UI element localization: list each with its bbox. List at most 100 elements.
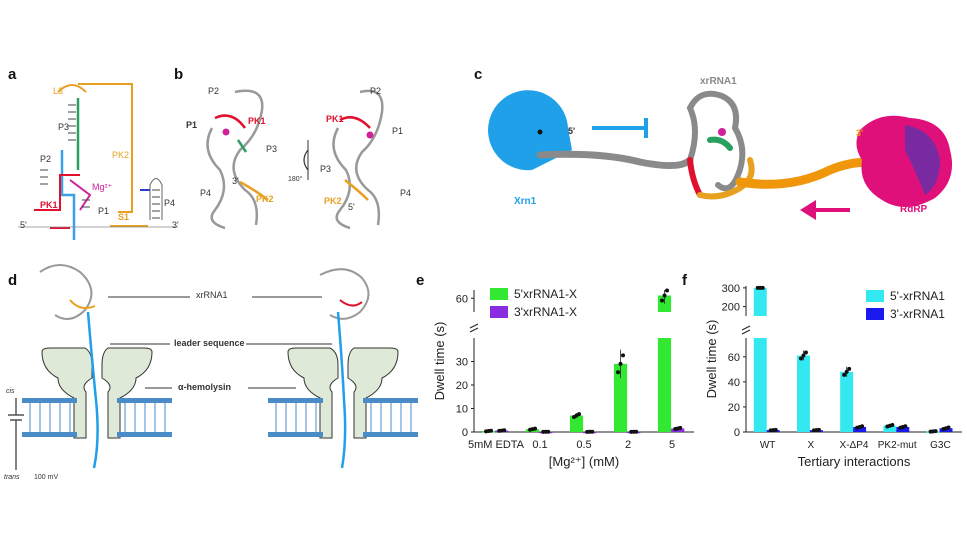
data-point bbox=[890, 422, 895, 427]
data-point bbox=[590, 429, 595, 434]
data-point bbox=[801, 353, 806, 358]
panel-letter-c: c bbox=[474, 66, 483, 83]
panel-letter-f: f bbox=[682, 272, 687, 289]
data-point bbox=[660, 298, 665, 303]
bar bbox=[883, 425, 897, 432]
data-point bbox=[847, 366, 852, 371]
label-c-rdrp: RdRP bbox=[900, 204, 928, 215]
data-point bbox=[903, 424, 908, 429]
axis-break-mark bbox=[469, 323, 479, 329]
label-b-p4-right: P4 bbox=[400, 188, 412, 198]
data-point bbox=[577, 412, 582, 417]
axis-break-mark bbox=[469, 327, 479, 333]
label-b-rotation: 180° bbox=[288, 176, 303, 183]
y-tick-label: 300 bbox=[722, 283, 740, 295]
data-point bbox=[760, 285, 765, 290]
data-point bbox=[844, 369, 849, 374]
legend-label: 5'-xrRNA1 bbox=[890, 289, 945, 303]
data-point bbox=[798, 356, 803, 361]
y-axis-label: Dwell time (s) bbox=[704, 320, 719, 399]
bar bbox=[853, 426, 867, 432]
x-tick-label: G3C bbox=[930, 440, 951, 451]
x-tick-label: 5 bbox=[669, 439, 675, 451]
y-tick-label: 0 bbox=[734, 427, 740, 439]
x-tick-label: 0.5 bbox=[576, 439, 591, 451]
label-a-pk1: PK1 bbox=[40, 200, 58, 210]
axis-break-mark bbox=[741, 329, 751, 335]
label-b-pk1-right: PK1 bbox=[326, 114, 344, 124]
x-tick-label: 5mM EDTA bbox=[468, 439, 525, 451]
label-b-three: 3' bbox=[232, 176, 239, 186]
label-d-hemolysin: α-hemolysin bbox=[178, 382, 232, 392]
data-point bbox=[533, 426, 538, 431]
label-b-p4-left: P4 bbox=[200, 188, 212, 198]
x-axis-label: [Mg²⁺] (mM) bbox=[549, 454, 619, 469]
legend-swatch bbox=[490, 288, 508, 300]
data-point bbox=[662, 293, 667, 298]
data-point bbox=[773, 427, 778, 432]
data-point bbox=[678, 425, 683, 430]
label-b-pk2-right: PK2 bbox=[324, 196, 342, 206]
panel-letter-a: a bbox=[8, 66, 17, 83]
data-point bbox=[634, 429, 639, 434]
legend-swatch bbox=[866, 290, 884, 302]
panel-letter-b: b bbox=[174, 66, 184, 83]
data-point bbox=[946, 425, 951, 430]
label-b-p2-right: P2 bbox=[370, 86, 382, 96]
legend-label: 5'xrRNA1-X bbox=[514, 287, 577, 301]
bar bbox=[896, 426, 910, 432]
label-a-five: 5' bbox=[20, 220, 27, 230]
label-b-p2-left: P2 bbox=[208, 86, 220, 96]
y-tick-label: 0 bbox=[462, 427, 468, 439]
data-point bbox=[546, 429, 551, 434]
label-b-p3-left: P3 bbox=[266, 144, 278, 154]
label-d-leader: leader sequence bbox=[174, 338, 245, 348]
legend-label: 3'-xrRNA1 bbox=[890, 307, 945, 321]
x-tick-label: 0.1 bbox=[532, 439, 547, 451]
data-point bbox=[502, 428, 507, 433]
y-tick-label: 10 bbox=[456, 404, 468, 416]
x-tick-label: 2 bbox=[625, 439, 631, 451]
label-b-p1-right: P1 bbox=[392, 126, 404, 136]
bar bbox=[796, 355, 810, 432]
legend-swatch bbox=[490, 306, 508, 318]
x-tick-label: X-ΔP4 bbox=[840, 440, 869, 451]
label-c-xrn1: Xrn1 bbox=[514, 196, 537, 207]
data-point bbox=[803, 350, 808, 355]
label-b-pk2-left: PK2 bbox=[256, 194, 274, 204]
data-point bbox=[665, 288, 670, 293]
y-axis-label: Dwell time (s) bbox=[432, 322, 447, 401]
bar bbox=[613, 363, 628, 432]
y-tick-label: 200 bbox=[722, 302, 740, 314]
label-b-pk1-left: PK1 bbox=[248, 116, 266, 126]
x-tick-label: PK2-mut bbox=[878, 440, 917, 451]
y-tick-label: 40 bbox=[728, 377, 740, 389]
label-c-five: 5' bbox=[568, 126, 576, 136]
label-c-three: 3' bbox=[856, 128, 864, 138]
data-point bbox=[860, 424, 865, 429]
y-tick-label: 60 bbox=[728, 352, 740, 364]
legend-label: 3'xrRNA1-X bbox=[514, 305, 577, 319]
bar bbox=[657, 338, 672, 432]
data-point bbox=[933, 429, 938, 434]
data-point bbox=[621, 353, 626, 358]
bar bbox=[840, 371, 854, 432]
label-a-l3: L3 bbox=[53, 86, 64, 96]
label-c-xrrna1: xrRNA1 bbox=[700, 76, 737, 87]
label-d-xrrna1: xrRNA1 bbox=[196, 290, 228, 300]
x-tick-label: WT bbox=[760, 440, 776, 451]
x-tick-label: X bbox=[807, 440, 814, 451]
label-a-three: 3' bbox=[172, 220, 179, 230]
panel-letter-e: e bbox=[416, 272, 425, 289]
y-tick-label: 60 bbox=[456, 293, 468, 305]
bar bbox=[569, 415, 584, 432]
label-a-p4: P4 bbox=[164, 198, 176, 208]
label-d-voltage: 100 mV bbox=[34, 474, 59, 481]
axis-break-mark bbox=[741, 325, 751, 331]
label-b-p1-left: P1 bbox=[186, 120, 198, 130]
data-point bbox=[489, 428, 494, 433]
bar-upper-segment bbox=[753, 287, 767, 316]
data-point bbox=[616, 370, 621, 375]
